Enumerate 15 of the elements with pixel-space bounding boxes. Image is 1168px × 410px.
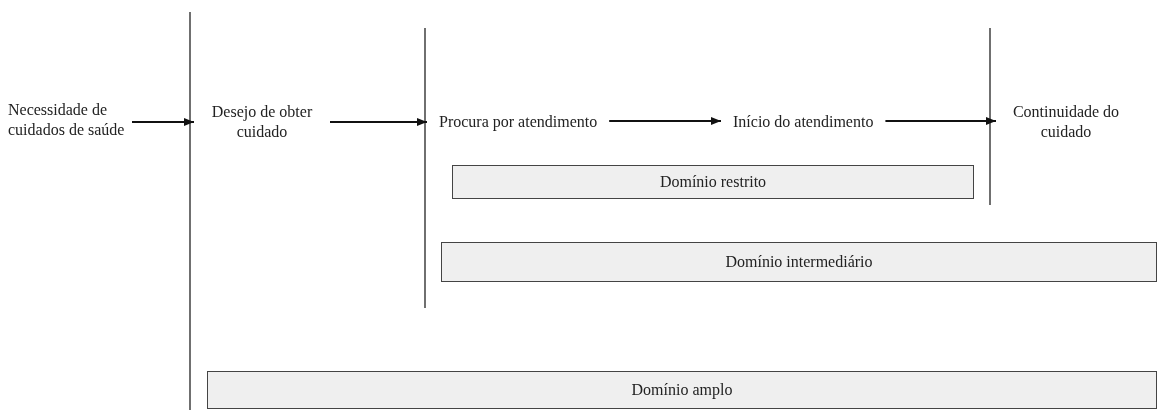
domain-label: Domínio intermediário [725, 252, 873, 272]
stage-label: Necessidade de cuidados de saúde [8, 100, 132, 140]
stage-label: Início do atendimento [721, 112, 886, 132]
domain-bar [207, 371, 1157, 409]
arrow [884, 117, 997, 125]
arrow [329, 118, 428, 126]
domain-label: Domínio restrito [659, 172, 767, 192]
arrow [131, 118, 195, 126]
domain-label: Domínio amplo [631, 380, 733, 400]
domain-bar [441, 242, 1157, 282]
stage-label: Desejo de obter cuidado [194, 102, 330, 142]
domain-bar [452, 165, 974, 199]
stage-label: Continuidade do cuidado [996, 102, 1136, 142]
stage-label: Procura por atendimento [427, 112, 610, 132]
arrow [608, 117, 722, 125]
